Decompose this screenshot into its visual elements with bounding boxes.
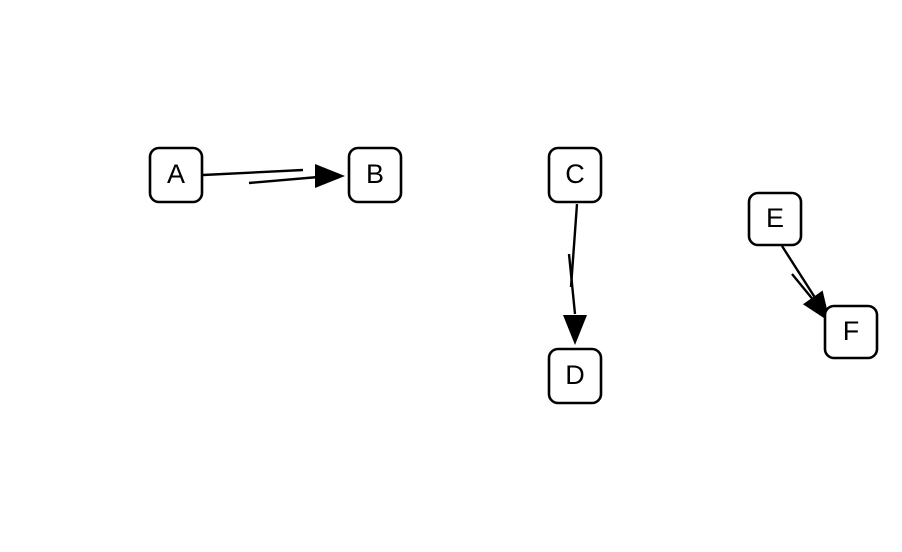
node-shape[interactable] [547,146,603,204]
arrowhead-icon [315,164,345,188]
node-d[interactable]: D [547,347,603,405]
node-label: C [565,159,585,189]
edge-e-f[interactable] [780,245,840,329]
node-f[interactable]: F [823,304,879,360]
node-shape[interactable] [547,347,603,405]
nodes-layer: A B C D E F [148,146,879,405]
edge-segment-2 [567,253,577,315]
node-shape[interactable] [347,146,403,204]
edge-a-b[interactable] [202,164,345,188]
node-e[interactable]: E [747,191,803,247]
node-shape[interactable] [823,304,879,360]
arrowhead-icon [563,315,587,345]
node-label: D [565,360,585,390]
edge-c-d[interactable] [563,203,587,345]
node-label: B [366,159,384,189]
node-label: E [766,203,784,233]
node-a[interactable]: A [148,146,204,204]
edge-segment-1 [202,168,304,177]
node-shape[interactable] [148,146,204,204]
node-label: A [167,159,185,189]
node-label: F [843,316,860,346]
node-b[interactable]: B [347,146,403,204]
node-c[interactable]: C [547,146,603,204]
arrowhead-icon [802,290,830,322]
edges-layer [202,164,840,345]
node-shape[interactable] [747,191,803,247]
